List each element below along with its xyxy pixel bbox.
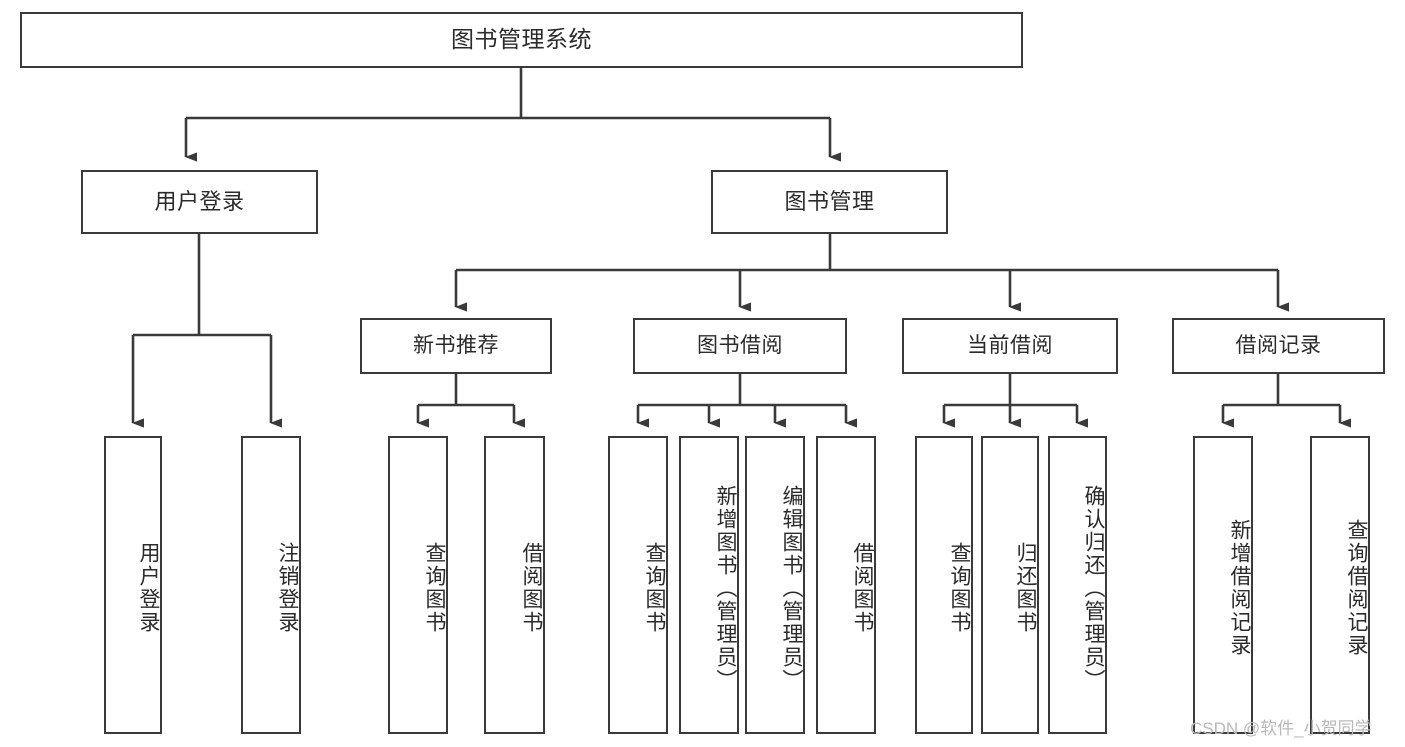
watermark: CSDN @软件_小贺同学	[1190, 719, 1372, 738]
node-label: 新增借阅记录	[1228, 519, 1251, 657]
node-label: 借阅图书	[851, 542, 874, 634]
leaf-query-book-current[interactable]: 查询图书	[915, 436, 973, 734]
leaf-add-book-admin[interactable]: 新增图书（管理员）	[679, 436, 739, 734]
node-label: 查询借阅记录	[1345, 519, 1368, 657]
node-label: 新书推荐	[413, 333, 499, 357]
node-label: 新增图书（管理员）	[714, 484, 737, 692]
node-user-login[interactable]: 用户登录	[81, 170, 318, 234]
node-label: 查询图书	[643, 542, 666, 634]
node-label: 用户登录	[154, 189, 245, 215]
node-label: 当前借阅	[967, 333, 1053, 357]
node-label: 注销登录	[276, 542, 299, 634]
leaf-query-book-borrow[interactable]: 查询图书	[608, 436, 668, 734]
node-root-system[interactable]: 图书管理系统	[20, 12, 1023, 68]
node-label: 借阅图书	[520, 542, 543, 634]
node-label: 查询图书	[948, 542, 971, 634]
node-book-borrow[interactable]: 图书借阅	[633, 318, 847, 374]
node-book-management[interactable]: 图书管理	[711, 170, 948, 234]
leaf-return-book[interactable]: 归还图书	[981, 436, 1039, 734]
leaf-borrow-book[interactable]: 借阅图书	[816, 436, 876, 734]
node-borrow-record[interactable]: 借阅记录	[1172, 318, 1385, 374]
node-label: 查询图书	[423, 542, 446, 634]
node-label: 用户登录	[137, 542, 160, 634]
node-label: 图书管理系统	[451, 26, 592, 53]
leaf-add-borrow-record[interactable]: 新增借阅记录	[1193, 436, 1253, 734]
leaf-confirm-return-admin[interactable]: 确认归还（管理员）	[1048, 436, 1107, 734]
node-label: 编辑图书（管理员）	[780, 484, 803, 692]
node-label: 图书管理	[784, 189, 875, 215]
node-label: 图书借阅	[697, 333, 783, 357]
leaf-borrow-book-recommend[interactable]: 借阅图书	[484, 436, 545, 734]
node-label: 确认归还（管理员）	[1082, 484, 1105, 692]
leaf-edit-book-admin[interactable]: 编辑图书（管理员）	[745, 436, 805, 734]
leaf-user-login[interactable]: 用户登录	[104, 436, 162, 734]
node-label: 借阅记录	[1235, 333, 1322, 357]
node-label: 归还图书	[1014, 542, 1037, 634]
node-new-book-recommend[interactable]: 新书推荐	[360, 318, 552, 374]
leaf-logout[interactable]: 注销登录	[241, 436, 301, 734]
leaf-query-borrow-record[interactable]: 查询借阅记录	[1310, 436, 1370, 734]
node-current-borrow[interactable]: 当前借阅	[902, 318, 1118, 374]
leaf-query-book-recommend[interactable]: 查询图书	[388, 436, 448, 734]
